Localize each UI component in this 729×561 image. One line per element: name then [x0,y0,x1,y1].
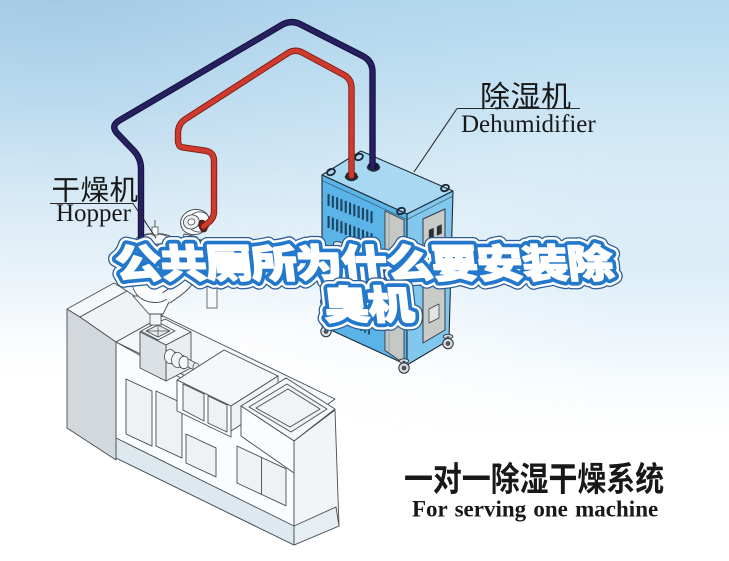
svg-text:Hopper: Hopper [56,200,132,227]
svg-text:For serving one machine: For serving one machine [412,497,658,522]
svg-text:Dehumidifier: Dehumidifier [461,111,596,138]
